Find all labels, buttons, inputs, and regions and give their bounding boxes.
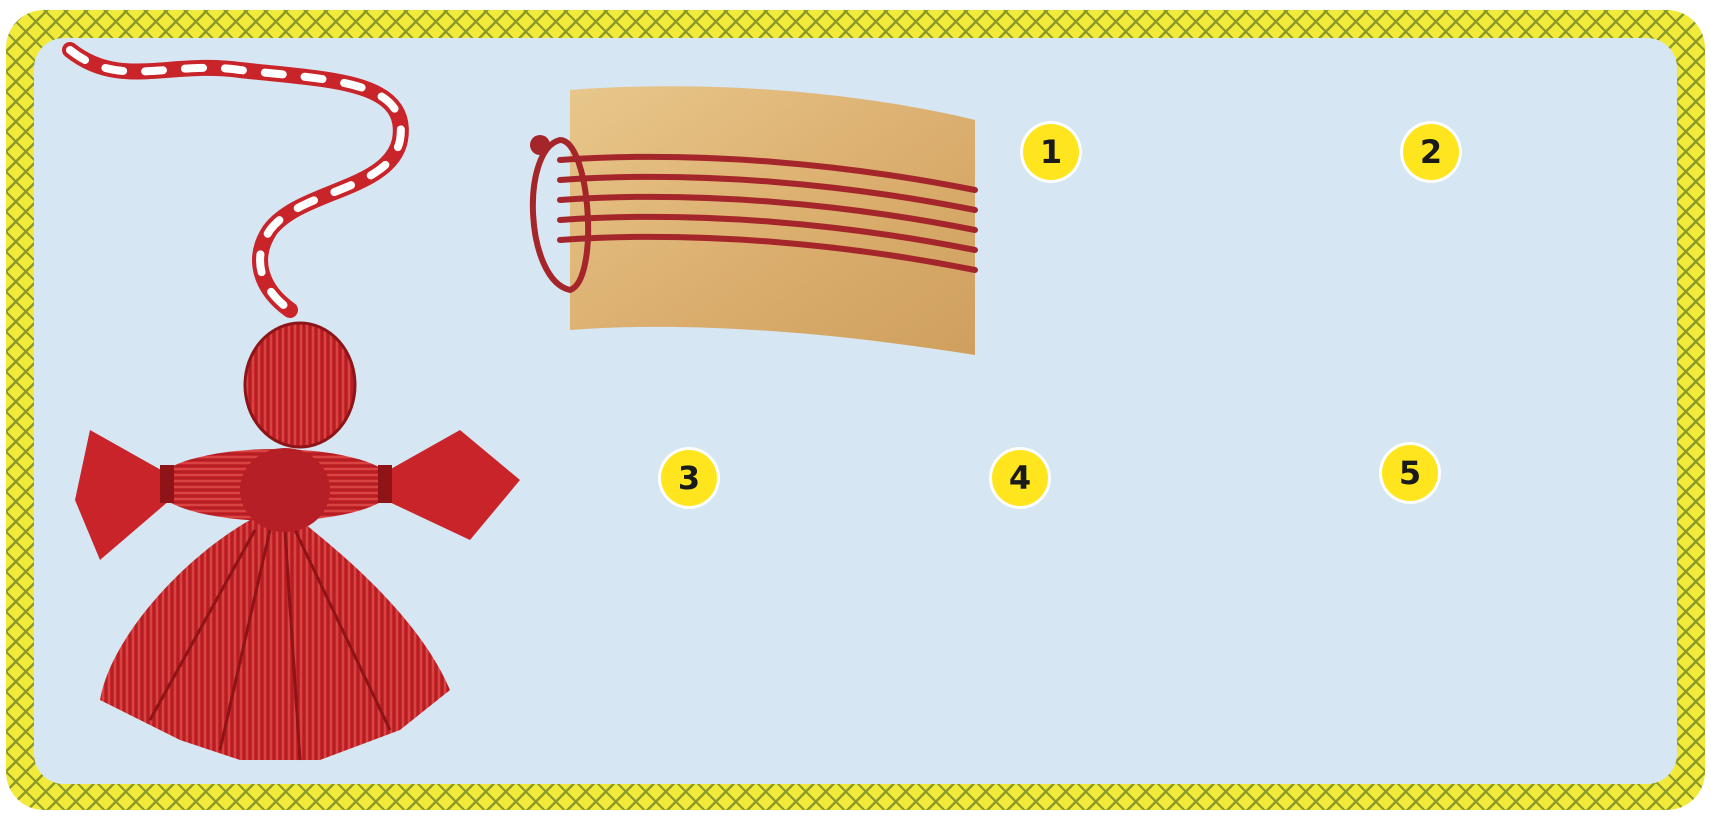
step-number-2: 2: [1403, 124, 1459, 180]
cardboard-winding: [530, 86, 975, 355]
left-hand-tassel: [75, 430, 170, 560]
step-number-1: 1: [1023, 124, 1079, 180]
right-hand-tassel: [380, 430, 520, 540]
hanging-cord: [70, 50, 401, 310]
step-number-3: 3: [661, 450, 717, 506]
finished-doll: [70, 50, 520, 760]
doll-skirt: [100, 520, 450, 760]
step-number-4: 4: [992, 450, 1048, 506]
doll-body: [240, 448, 330, 532]
step-number-5: 5: [1382, 445, 1438, 501]
